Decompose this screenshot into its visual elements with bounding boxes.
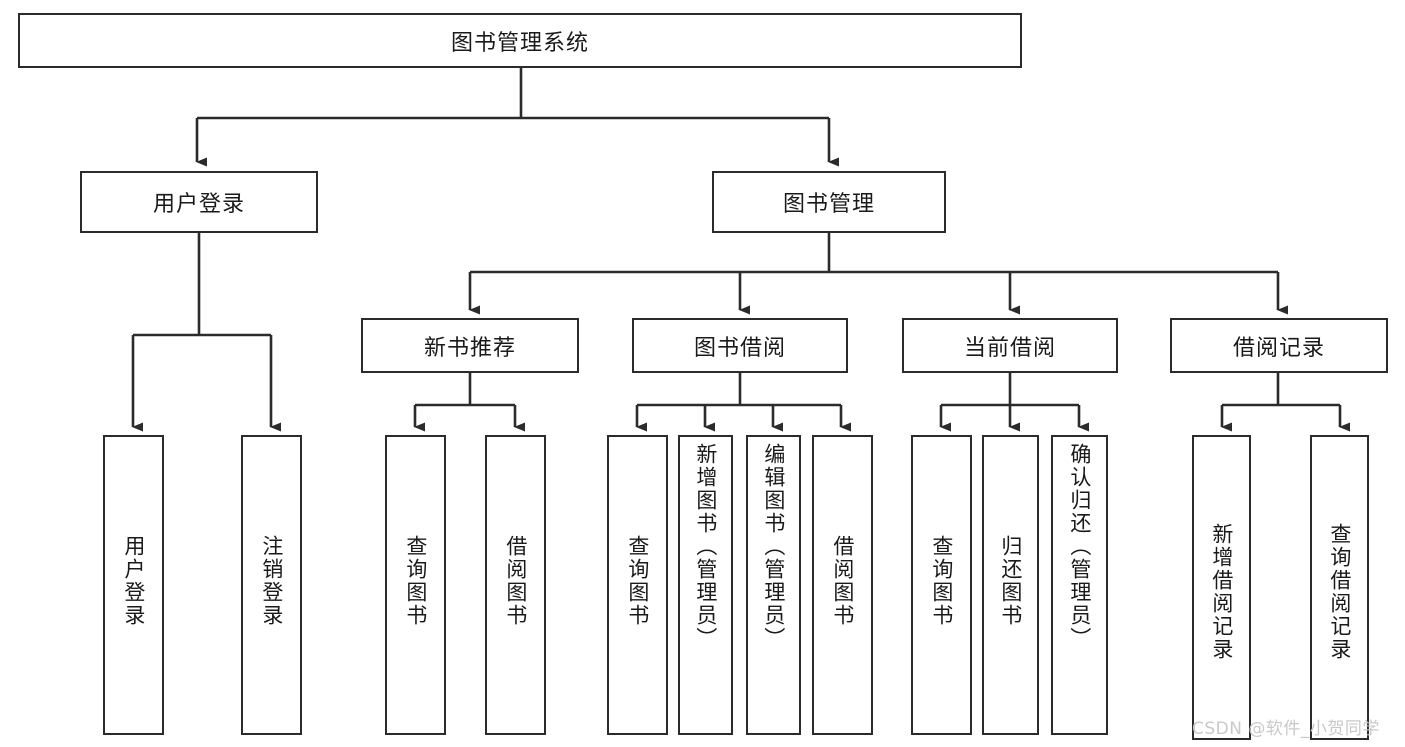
node-new-book-recommend[interactable]: 新书推荐: [361, 318, 579, 373]
node-label: 图书借阅: [693, 335, 786, 361]
leaf-query-borrow-record[interactable]: 查询借阅记录: [1310, 435, 1369, 740]
node-label: 图书管理系统: [450, 30, 589, 56]
node-user-login[interactable]: 用户登录: [80, 171, 318, 233]
leaf-label: 新增图书（管理员）: [693, 443, 718, 650]
leaf-confirm-return-admin[interactable]: 确认归还（管理员）: [1051, 435, 1108, 735]
leaf-label: 查询图书: [403, 535, 428, 627]
leaf-query-book-current[interactable]: 查询图书: [911, 435, 972, 735]
leaf-edit-book-admin[interactable]: 编辑图书（管理员）: [746, 435, 801, 735]
node-book-management[interactable]: 图书管理: [712, 171, 946, 233]
node-current-borrow[interactable]: 当前借阅: [902, 318, 1118, 373]
leaf-borrow-book[interactable]: 借阅图书: [812, 435, 873, 735]
node-book-borrow[interactable]: 图书借阅: [632, 318, 848, 373]
leaf-user-login[interactable]: 用户登录: [103, 435, 164, 735]
leaf-borrow-book-recommend[interactable]: 借阅图书: [485, 435, 546, 735]
leaf-add-borrow-record[interactable]: 新增借阅记录: [1192, 435, 1251, 740]
node-label: 图书管理: [782, 192, 875, 217]
leaf-label: 确认归还（管理员）: [1067, 443, 1092, 650]
node-label: 新书推荐: [423, 335, 516, 361]
node-label: 借阅记录: [1232, 335, 1325, 361]
csdn-watermark: CSDN @软件_小贺同学: [1192, 719, 1380, 739]
node-label: 当前借阅: [963, 335, 1056, 361]
leaf-label: 查询图书: [625, 535, 650, 627]
leaf-label: 用户登录: [121, 535, 146, 627]
node-label: 用户登录: [152, 192, 245, 217]
leaf-query-book-borrow[interactable]: 查询图书: [607, 435, 668, 735]
leaf-label: 借阅图书: [830, 535, 855, 627]
leaf-logout[interactable]: 注销登录: [241, 435, 302, 735]
leaf-label: 注销登录: [259, 535, 284, 627]
node-borrow-record[interactable]: 借阅记录: [1170, 318, 1388, 373]
leaf-label: 查询借阅记录: [1327, 523, 1352, 661]
leaf-label: 编辑图书（管理员）: [761, 443, 786, 650]
leaf-add-book-admin[interactable]: 新增图书（管理员）: [678, 435, 733, 735]
leaf-label: 新增借阅记录: [1209, 523, 1234, 661]
leaf-query-book-recommend[interactable]: 查询图书: [385, 435, 446, 735]
leaf-return-book[interactable]: 归还图书: [982, 435, 1039, 735]
node-root-library-management-system[interactable]: 图书管理系统: [18, 13, 1022, 68]
leaf-label: 借阅图书: [503, 535, 528, 627]
leaf-label: 查询图书: [929, 535, 954, 627]
leaf-label: 归还图书: [998, 535, 1023, 627]
